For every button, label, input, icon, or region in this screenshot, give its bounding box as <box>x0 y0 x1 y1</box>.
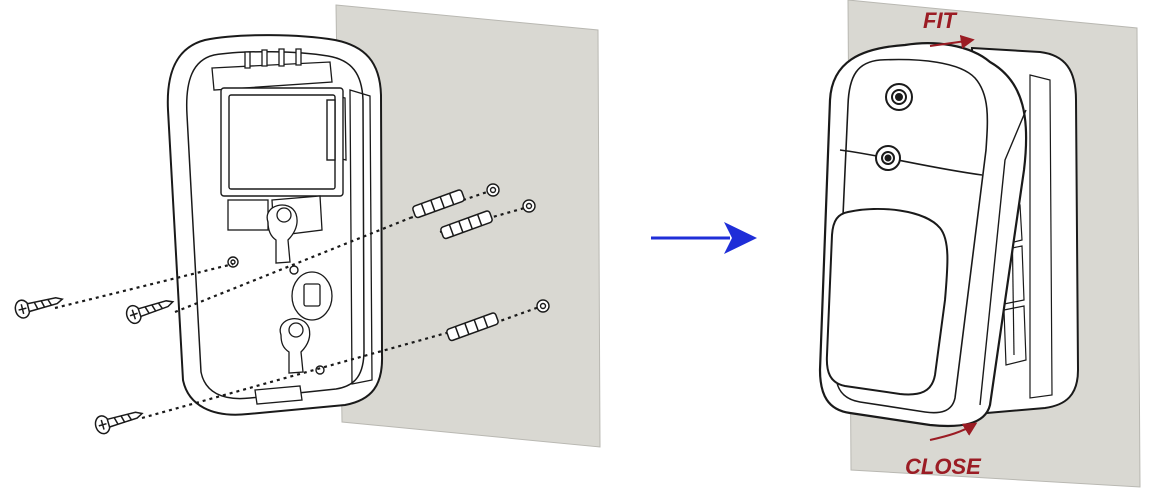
wall-plug-2 <box>440 210 493 240</box>
mounting-features <box>227 195 333 405</box>
sensor-led-icon <box>875 145 901 171</box>
wall-plug-1 <box>412 189 465 219</box>
pir-lens-window <box>825 207 949 396</box>
screw-2-icon <box>125 300 175 325</box>
top-clip <box>211 48 333 91</box>
fit-label: FIT <box>923 8 958 33</box>
wall-plug-3 <box>446 312 499 342</box>
wall-plugs <box>412 189 499 342</box>
fit-arrow-icon <box>929 34 975 49</box>
screw-1-icon <box>14 296 64 319</box>
plate-screw-holes <box>227 256 325 375</box>
right-arrow-icon <box>651 222 757 254</box>
screw-3-icon <box>94 411 144 435</box>
camera-lens-icon <box>885 83 913 111</box>
close-label: CLOSE <box>905 454 982 479</box>
screws <box>14 296 175 435</box>
detector-body <box>818 42 1028 428</box>
battery-compartment <box>220 87 344 197</box>
wall-holes <box>486 183 550 313</box>
right-scene: FIT CLOSE <box>818 0 1141 488</box>
left-scene <box>14 4 601 448</box>
close-arrow-icon <box>929 422 978 441</box>
